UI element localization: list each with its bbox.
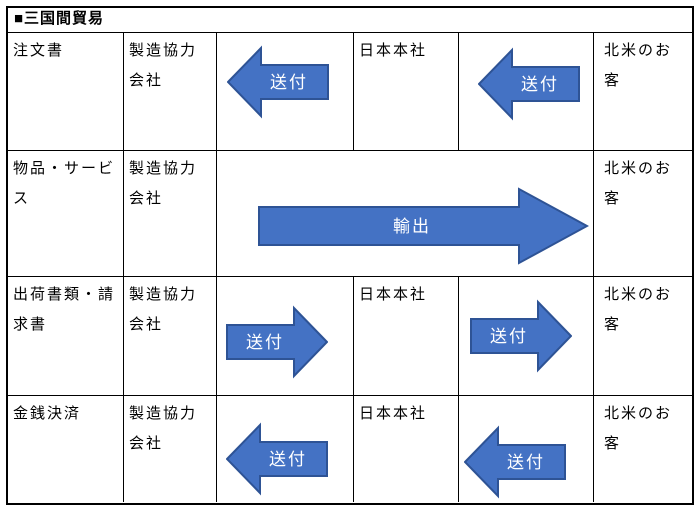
- arrow-label: 送付: [270, 73, 308, 92]
- supplier-cell: 製造協力会社: [124, 277, 217, 395]
- hq-cell: 日本本社: [354, 277, 459, 395]
- customer-cell: 北米のお客: [604, 287, 673, 333]
- arrow-cell: 送付: [459, 33, 594, 150]
- arrow-cell: 送付: [459, 277, 594, 395]
- table-title: ■三国間貿易: [8, 8, 692, 33]
- arrow-label: 輸出: [393, 217, 431, 236]
- export-right-arrow-icon: 輸出: [258, 187, 589, 265]
- row-shipping-docs: 出荷書類・請求書 製造協力会社 送付 日本本社 送付 北米のお客: [8, 277, 692, 396]
- arrow-label: 送付: [269, 450, 307, 469]
- hq-cell: 日本本社: [354, 396, 459, 502]
- supplier-cell: 製造協力会社: [124, 396, 217, 502]
- arrow-cell: 送付: [217, 396, 354, 502]
- send-left-arrow-icon: 送付: [464, 425, 566, 499]
- row-goods-services: 物品・サービス 製造協力会社 輸出 北米のお客: [8, 151, 692, 277]
- row-label: 物品・サービス: [8, 151, 124, 276]
- row-label: 出荷書類・請求書: [8, 277, 124, 395]
- row-order-form: 注文書 製造協力会社 送付 日本本社 送付 北米のお客: [8, 33, 692, 151]
- arrow-label: 送付: [507, 453, 545, 472]
- send-right-arrow-icon: 送付: [226, 305, 328, 379]
- send-left-arrow-icon: 送付: [226, 422, 328, 496]
- arrow-label: 送付: [521, 75, 559, 94]
- send-left-arrow-icon: 送付: [478, 47, 580, 121]
- arrow-cell-merged: 輸出: [217, 151, 594, 276]
- row-label: 金銭決済: [8, 396, 124, 502]
- customer-cell: 北米のお客: [604, 43, 673, 89]
- supplier-cell: 製造協力会社: [124, 151, 217, 276]
- row-label: 注文書: [8, 33, 124, 150]
- arrow-cell: 送付: [459, 396, 594, 502]
- send-right-arrow-icon: 送付: [470, 299, 572, 373]
- triangular-trade-table: ■三国間貿易 注文書 製造協力会社 送付 日本本社 送付 北米のお客 物品・サー…: [6, 6, 694, 505]
- arrow-label: 送付: [490, 327, 528, 346]
- arrow-cell: 送付: [217, 33, 354, 150]
- arrow-label: 送付: [246, 333, 284, 352]
- supplier-cell: 製造協力会社: [124, 33, 217, 150]
- send-left-arrow-icon: 送付: [227, 45, 329, 119]
- row-payment: 金銭決済 製造協力会社 送付 日本本社 送付 北米のお客: [8, 396, 692, 502]
- hq-cell: 日本本社: [354, 33, 459, 150]
- customer-cell: 北米のお客: [604, 406, 673, 452]
- arrow-cell: 送付: [217, 277, 354, 395]
- customer-cell: 北米のお客: [604, 161, 673, 207]
